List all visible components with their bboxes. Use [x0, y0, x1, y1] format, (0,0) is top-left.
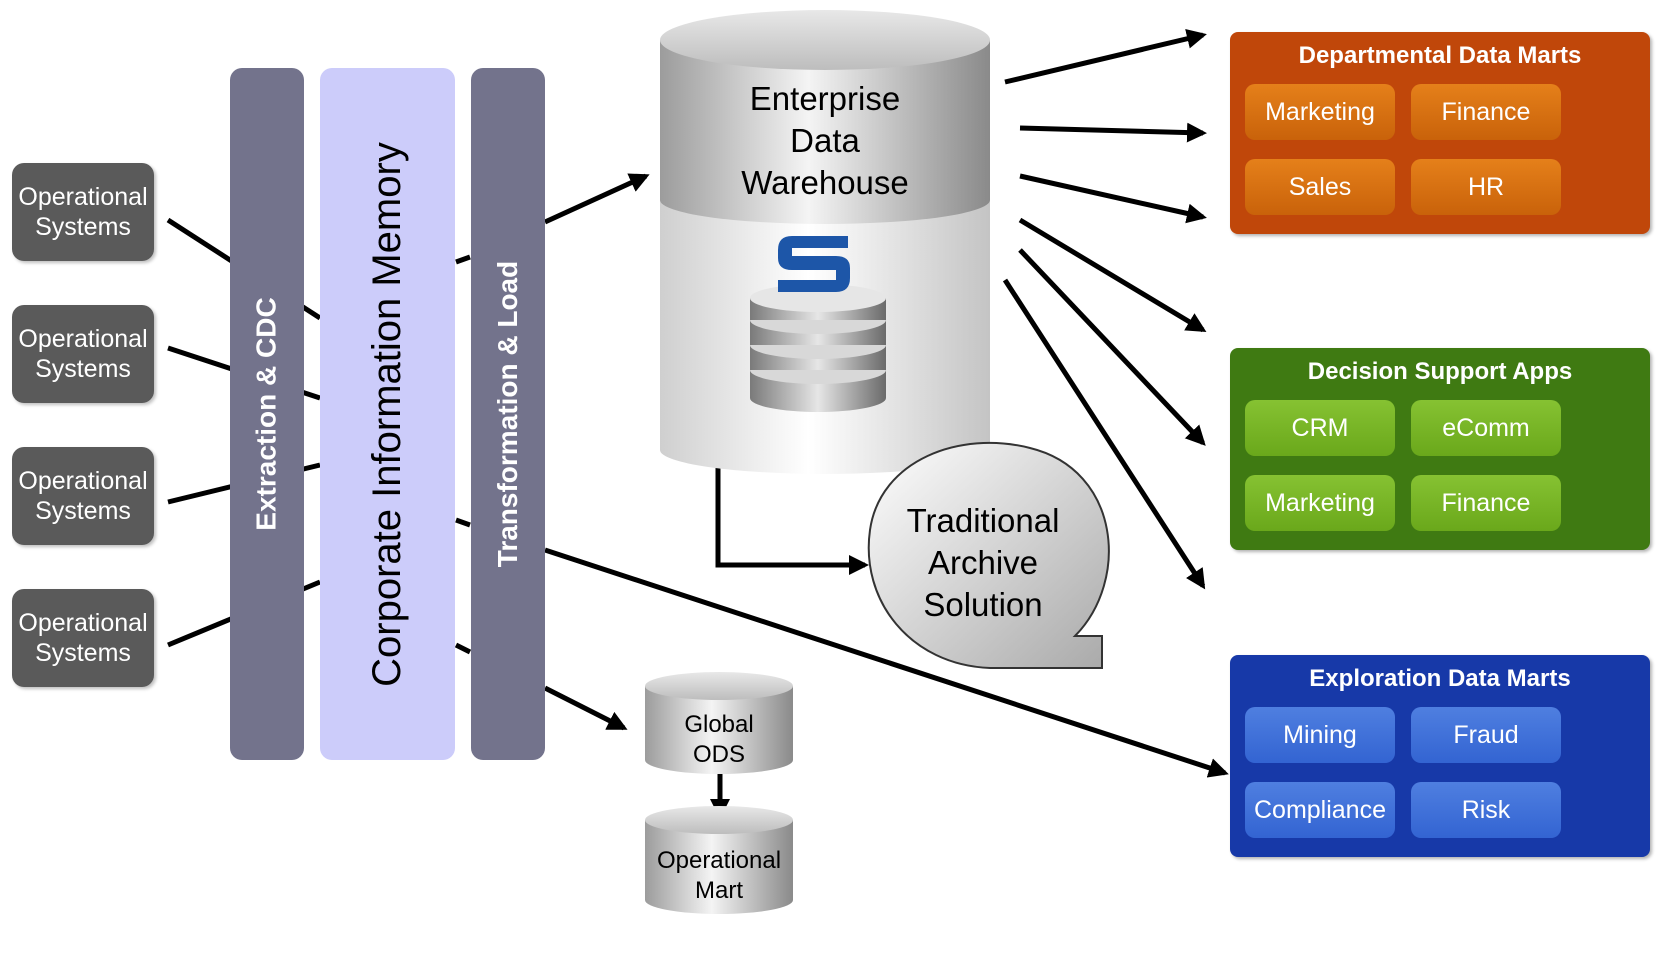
arrow-to-warehouse — [543, 173, 650, 225]
arrow-to-exploration — [544, 547, 1229, 778]
global-ods-label: Global ODS — [684, 711, 754, 768]
arrow-to-departmental — [1019, 173, 1207, 224]
arrow-to-decision — [1002, 278, 1206, 590]
arrow-to-decision — [1018, 217, 1207, 333]
operational-systems-box: Operational Systems — [12, 447, 154, 545]
stub-line — [455, 254, 471, 265]
operational-mart-label: Operational Mart — [656, 847, 782, 904]
extraction-cdc-bar: Extraction & CDC — [230, 68, 304, 760]
enterprise-data-warehouse-label: Enterprise Data Warehouse — [741, 80, 909, 201]
arrow-to-archive — [715, 468, 869, 575]
operational-systems-box: Operational Systems — [12, 305, 154, 403]
operational-systems-label: Operational Systems — [18, 183, 148, 241]
operational-systems-box: Operational Systems — [12, 589, 154, 687]
transformation-load-label: Transformation & Load — [492, 260, 523, 568]
exploration-mart-tile: Mining — [1245, 707, 1395, 763]
transformation-load-bar: Transformation & Load — [471, 68, 545, 760]
operational-mart-cylinder — [645, 806, 793, 914]
departmental-mart-tile: Finance — [1411, 84, 1561, 140]
decision-support-tile: eComm — [1411, 400, 1561, 456]
global-ods-cylinder — [645, 672, 793, 774]
departmental-mart-tile: Sales — [1245, 159, 1395, 215]
stub-line — [454, 642, 472, 655]
departmental-data-marts-panel: Departmental Data Marts Marketing Financ… — [1230, 32, 1650, 234]
traditional-archive-label: Traditional Archive Solution — [906, 502, 1060, 623]
decision-support-apps-panel: Decision Support Apps CRM eComm Marketin… — [1230, 348, 1650, 550]
exploration-data-marts-panel: Exploration Data Marts Mining Fraud Comp… — [1230, 655, 1650, 857]
arrow-to-departmental — [1004, 28, 1207, 85]
exploration-mart-tile: Risk — [1411, 782, 1561, 838]
arrow-to-decision — [1018, 248, 1206, 446]
database-stack-icon — [750, 284, 886, 412]
stub-line — [455, 517, 471, 528]
extraction-cdc-label: Extraction & CDC — [251, 297, 282, 531]
arrow-to-departmental — [1019, 122, 1207, 143]
exploration-mart-tile: Compliance — [1245, 782, 1395, 838]
decision-support-tile: Finance — [1411, 475, 1561, 531]
departmental-mart-tile: HR — [1411, 159, 1561, 215]
operational-systems-label: Operational Systems — [18, 609, 148, 667]
operational-systems-box: Operational Systems — [12, 163, 154, 261]
corporate-information-memory-bar: Corporate Information Memory — [320, 68, 455, 760]
exploration-mart-tile: Fraud — [1411, 707, 1561, 763]
operational-systems-label: Operational Systems — [18, 325, 148, 383]
decision-support-tile: Marketing — [1245, 475, 1395, 531]
decision-support-apps-title: Decision Support Apps — [1307, 358, 1573, 385]
departmental-mart-tile: Marketing — [1245, 84, 1395, 140]
operational-systems-label: Operational Systems — [18, 467, 148, 525]
decision-support-tile: CRM — [1245, 400, 1395, 456]
corporate-information-memory-label: Corporate Information Memory — [365, 141, 409, 687]
departmental-data-marts-title: Departmental Data Marts — [1298, 42, 1582, 69]
exploration-data-marts-title: Exploration Data Marts — [1309, 665, 1571, 692]
archive-bubble — [867, 441, 1110, 669]
arrow-to-global-ods — [543, 685, 628, 731]
s-logo-icon — [778, 236, 850, 292]
